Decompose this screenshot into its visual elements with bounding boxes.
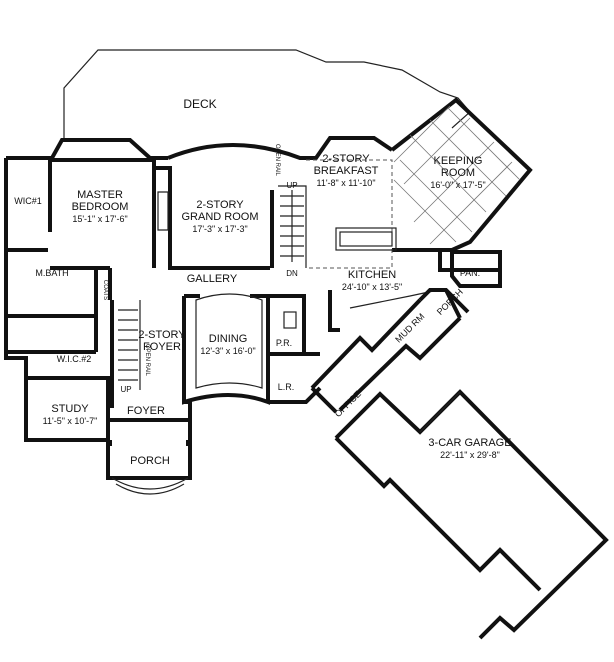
label-foyer-2story-1: 2-STORY — [138, 329, 186, 341]
foyer-walls — [108, 300, 192, 420]
label-dining-dim: 12'-3" x 16'-0" — [200, 346, 255, 356]
label-foyer-2story-2: FOYER — [143, 341, 181, 353]
label-porch-front: PORCH — [130, 455, 170, 467]
label-deck: DECK — [183, 97, 216, 111]
mudroom-walls — [310, 288, 470, 414]
label-open-rail-grand: OPEN RAIL — [274, 144, 280, 177]
label-wic2: W.I.C.#2 — [57, 354, 92, 364]
label-mbath: M.BATH — [35, 268, 68, 278]
label-coats: COATS — [102, 280, 108, 300]
label-master-bedroom-dim: 15'-1" x 17'-6" — [72, 214, 127, 224]
label-up-grand: UP — [286, 181, 297, 190]
label-kitchen-dim: 24'-10" x 13'-5" — [342, 282, 402, 292]
deck-area — [63, 49, 471, 141]
label-pantry: PAN. — [460, 268, 480, 278]
label-kitchen: KITCHEN — [348, 269, 396, 281]
label-grand-room-dim: 17'-3" x 17'-3" — [192, 224, 247, 234]
label-foyer: FOYER — [127, 405, 165, 417]
label-study: STUDY — [51, 403, 89, 415]
label-grand-room-1: 2-STORY — [196, 199, 244, 211]
label-garage: 3-CAR GARAGE — [428, 437, 511, 449]
label-open-rail-foyer: OPEN RAIL — [144, 344, 150, 377]
label-breakfast-dim: 11'-8" x 11'-10" — [316, 178, 375, 188]
garage-walls — [334, 389, 609, 640]
label-study-dim: 11'-5" x 10'-7" — [43, 416, 98, 426]
annotation-labels: UP DN UP COATS OPEN RAIL OPEN RAIL — [102, 144, 298, 394]
label-laundry: L.R. — [278, 382, 295, 392]
label-keeping-room-dim: 16'-0" x 17'-5" — [430, 180, 485, 190]
label-grand-room-2: GRAND ROOM — [182, 211, 259, 223]
label-master-bedroom-1: MASTER — [77, 189, 123, 201]
label-mud-room: MUD RM — [393, 311, 426, 344]
exterior-walls — [4, 136, 394, 442]
grand-room-walls — [154, 166, 307, 270]
label-master-bedroom-2: BEDROOM — [72, 201, 129, 213]
front-porch — [106, 440, 192, 495]
label-powder: P.R. — [276, 338, 292, 348]
label-dn-grand: DN — [286, 269, 298, 278]
room-labels: DECK MASTER BEDROOM 15'-1" x 17'-6" WIC#… — [14, 97, 511, 467]
pantry-walls — [450, 250, 502, 288]
label-garage-dim: 22'-11" x 29'-8" — [440, 450, 500, 460]
label-breakfast-1: 2-STORY — [322, 153, 370, 165]
label-up-foyer: UP — [120, 385, 131, 394]
label-keeping-room-2: ROOM — [441, 167, 475, 179]
label-wic1: WIC#1 — [14, 196, 42, 206]
label-keeping-room-1: KEEPING — [434, 155, 483, 167]
utility-walls — [266, 294, 322, 404]
label-gallery: GALLERY — [187, 273, 238, 285]
label-dining: DINING — [209, 333, 248, 345]
label-breakfast-2: BREAKFAST — [314, 165, 379, 177]
